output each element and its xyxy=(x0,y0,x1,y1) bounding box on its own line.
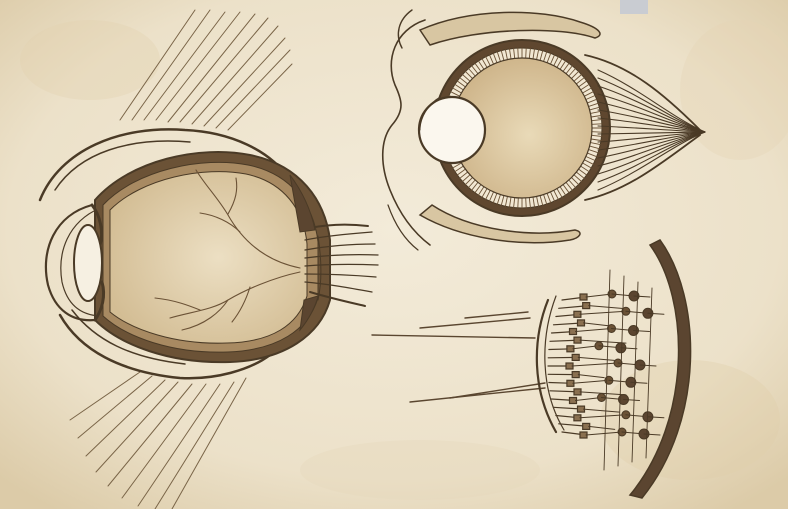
corner-patch xyxy=(620,0,648,14)
lens xyxy=(74,225,102,301)
